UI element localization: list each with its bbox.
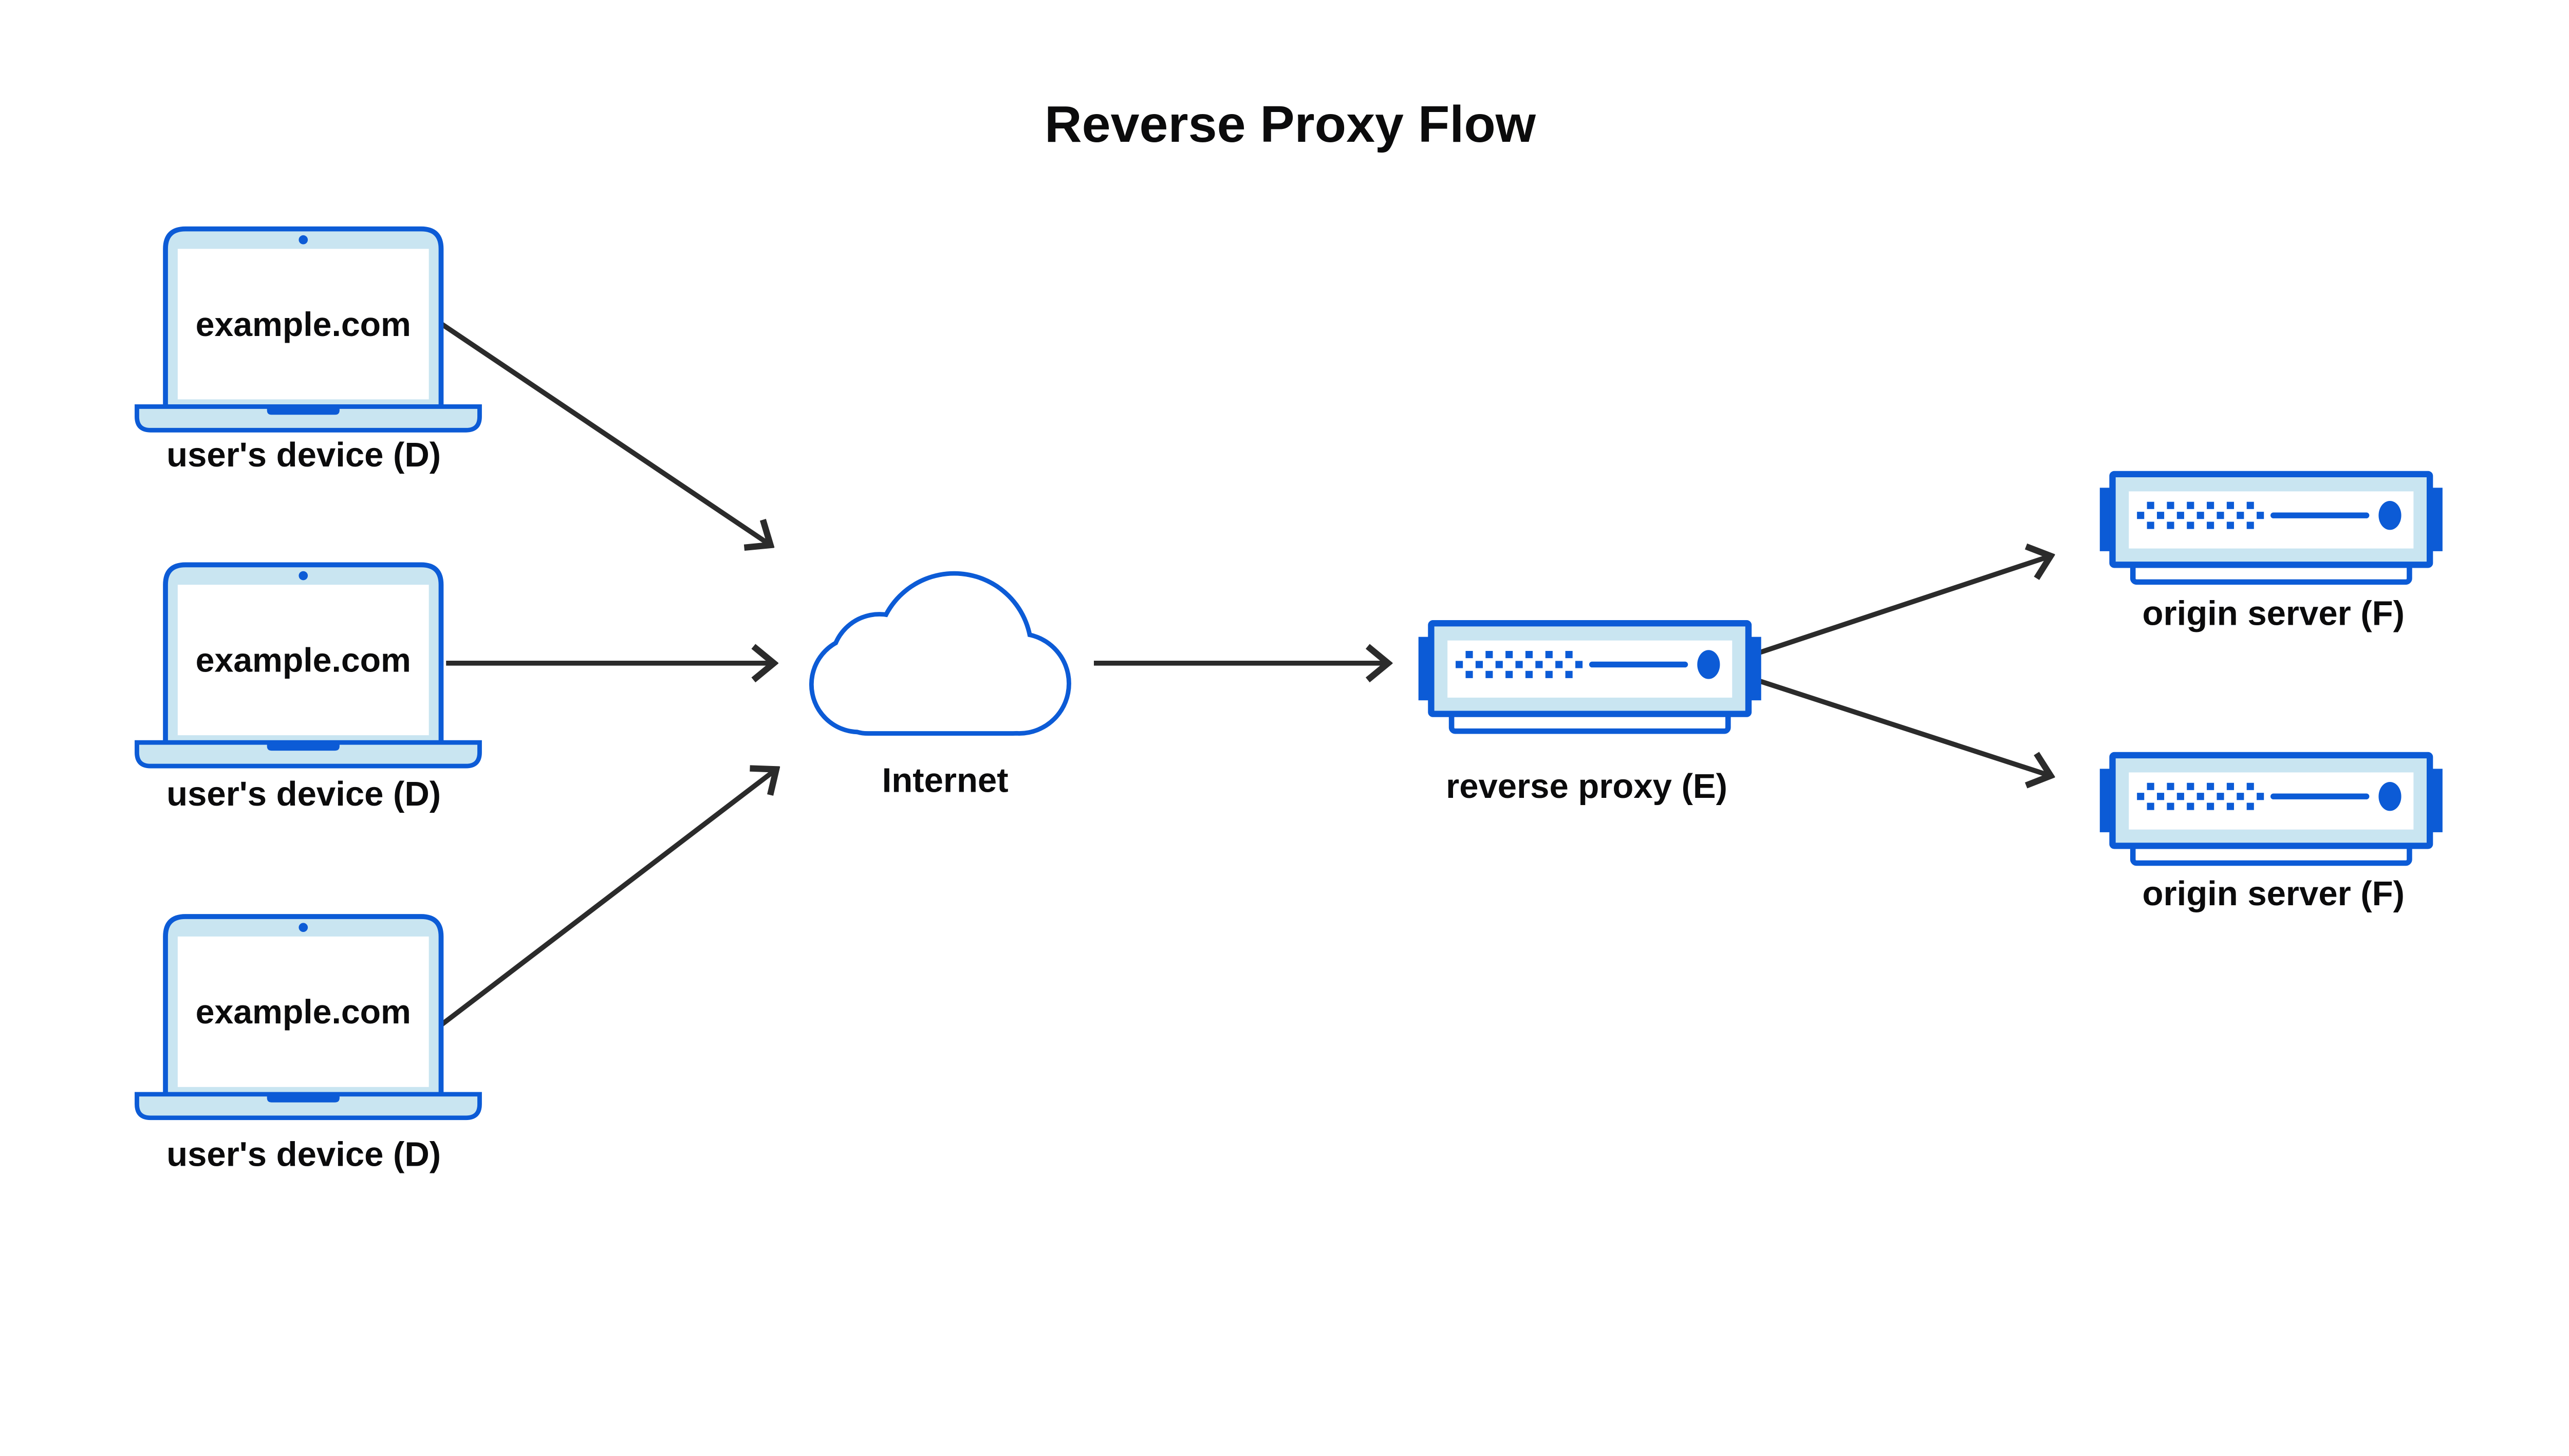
rack-server-icon — [1419, 623, 1761, 731]
node-user-device-1: example.com user's device (D) — [137, 229, 479, 474]
device-caption: user's device (D) — [166, 1135, 441, 1173]
diagram-canvas: Reverse Proxy Flow example.com user's de… — [134, 96, 2446, 1174]
arrow-device1-to-internet — [439, 321, 767, 543]
rack-server-icon — [2100, 755, 2443, 863]
origin-label: origin server (F) — [2143, 874, 2405, 913]
node-reverse-proxy: reverse proxy (E) — [1419, 623, 1761, 806]
screen-url-text: example.com — [196, 642, 411, 680]
screen-url-text: example.com — [196, 306, 411, 344]
flow-arrows — [439, 321, 2047, 1028]
node-user-device-2: example.com user's device (D) — [137, 565, 479, 813]
cloud-icon — [809, 571, 1071, 736]
proxy-label: reverse proxy (E) — [1446, 767, 1727, 806]
node-origin-server-1: origin server (F) — [2100, 474, 2443, 633]
arrow-device3-to-internet — [439, 772, 774, 1028]
device-caption: user's device (D) — [166, 436, 441, 474]
diagram-title: Reverse Proxy Flow — [1045, 96, 1536, 153]
node-user-device-3: example.com user's device (D) — [137, 917, 479, 1173]
arrow-proxy-to-origin1 — [1757, 557, 2047, 656]
arrow-proxy-to-origin2 — [1757, 678, 2047, 775]
device-caption: user's device (D) — [166, 775, 441, 813]
node-internet: Internet — [809, 571, 1071, 799]
internet-label: Internet — [882, 761, 1009, 799]
origin-label: origin server (F) — [2143, 594, 2405, 633]
node-origin-server-2: origin server (F) — [2100, 755, 2443, 913]
diagram-page: Reverse Proxy Flow example.com user's de… — [134, 96, 2446, 1174]
rack-server-icon — [2100, 474, 2443, 582]
screen-url-text: example.com — [196, 993, 411, 1031]
